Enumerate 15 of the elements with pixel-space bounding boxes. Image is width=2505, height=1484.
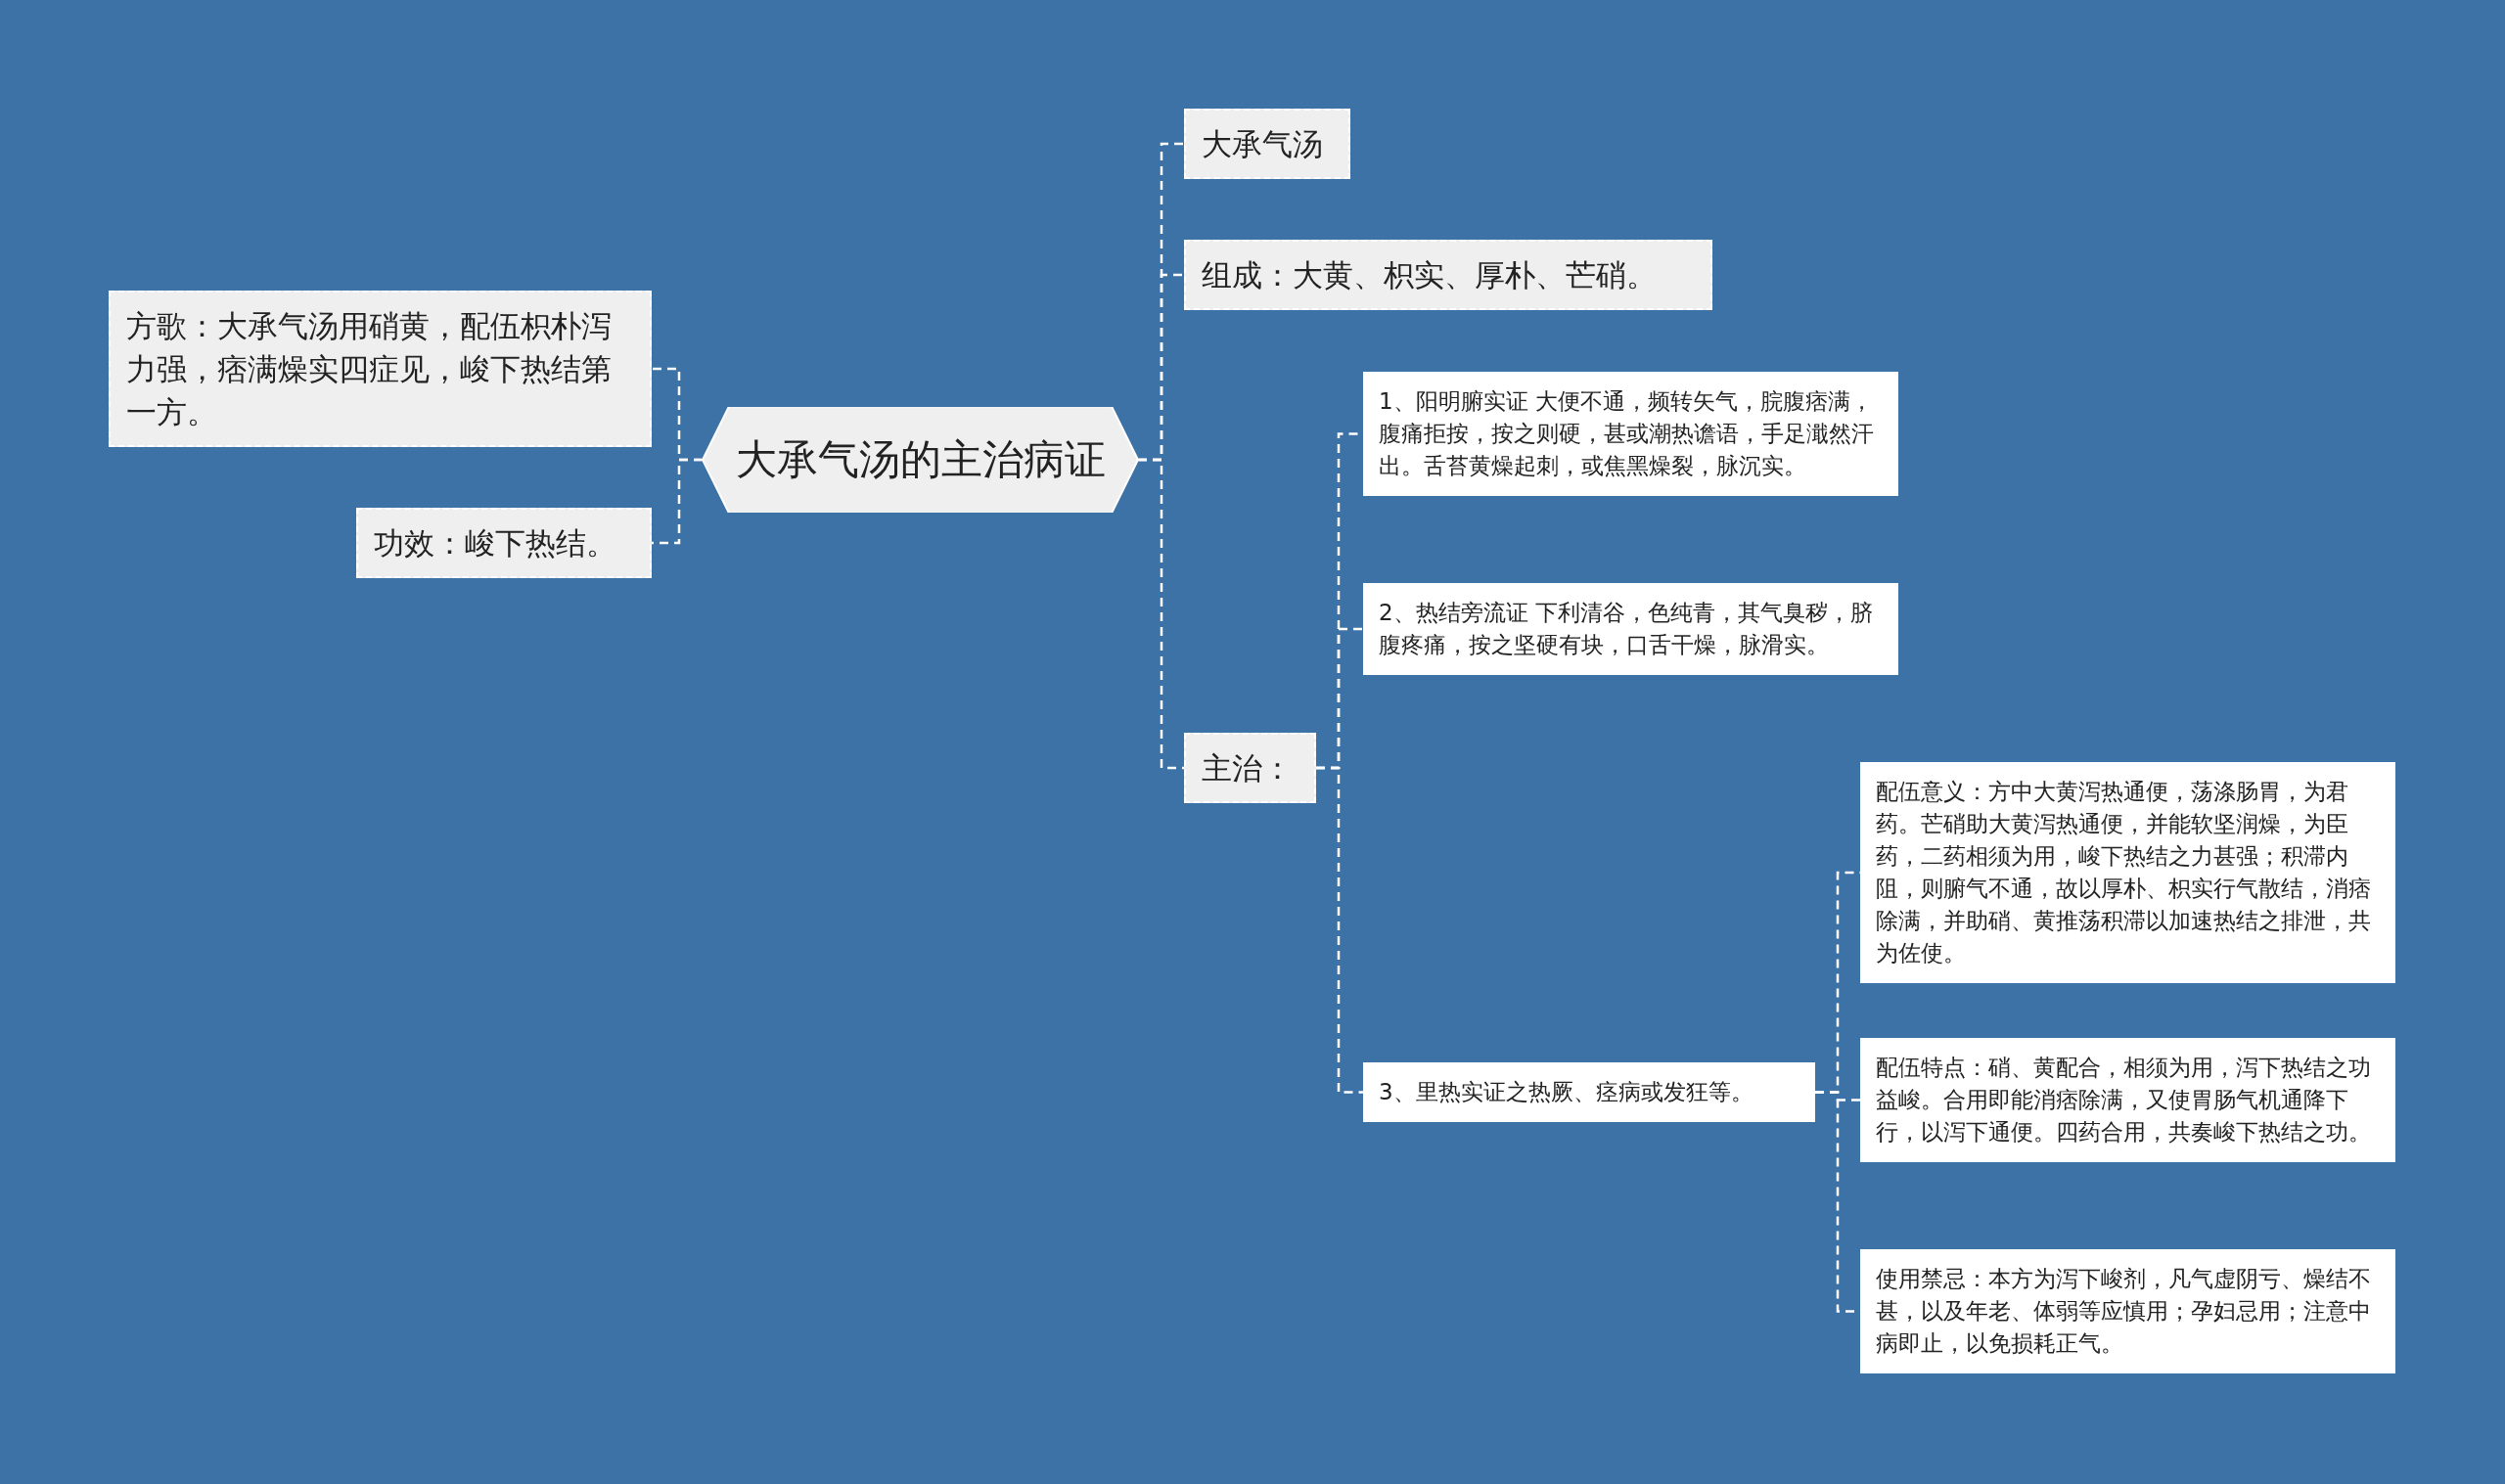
topic-box: 配伍意义：方中大黄泻热通便，荡涤肠胃，为君药。芒硝助大黄泻热通便，并能软坚润燥，为臣药，二药相须为用，峻下热结之力甚强；积滞内阻，则腑气不通，故以厚朴、枳实行气散结，消痞除满，并助硝、黄推荡积滞以加速热结之排泄，共为佐使。 <box>1860 762 2395 983</box>
topic-box: 配伍特点：硝、黄配合，相须为用，泻下热结之功益峻。合用即能消痞除满，又使胃肠气机通降下行，以泻下通便。四药合用，共奏峻下热结之功。 <box>1860 1038 2395 1162</box>
topic-box: 主治： <box>1184 733 1316 803</box>
topic-box: 使用禁忌：本方为泻下峻剂，凡气虚阴亏、燥结不甚，以及年老、体弱等应慎用；孕妇忌用；注意中病即止，以免损耗正气。 <box>1860 1249 2395 1373</box>
topic-box: 2、热结旁流证 下利清谷，色纯青，其气臭秽，脐腹疼痛，按之坚硬有块，口舌干燥，脉滑实。 <box>1363 583 1898 675</box>
topic-box: 方歌：大承气汤用硝黄，配伍枳朴泻力强，痞满燥实四症见，峻下热结第一方。 <box>109 291 652 447</box>
connector-line <box>1138 458 1184 770</box>
topic-box: 3、里热实证之热厥、痉病或发狂等。 <box>1363 1062 1815 1122</box>
topic-box: 功效：峻下热结。 <box>356 508 652 578</box>
central-topic: 大承气汤的主治病证 <box>703 407 1138 513</box>
connector-line <box>1316 766 1363 1094</box>
topic-box: 大承气汤 <box>1184 109 1350 179</box>
topic-box: 组成：大黄、枳实、厚朴、芒硝。 <box>1184 240 1712 310</box>
topic-box: 1、阳明腑实证 大便不通，频转矢气，脘腹痞满，腹痛拒按，按之则硬，甚或潮热谵语，手足濈然汗出。舌苔黄燥起刺，或焦黑燥裂，脉沉实。 <box>1363 372 1898 496</box>
connector-line <box>652 458 703 545</box>
